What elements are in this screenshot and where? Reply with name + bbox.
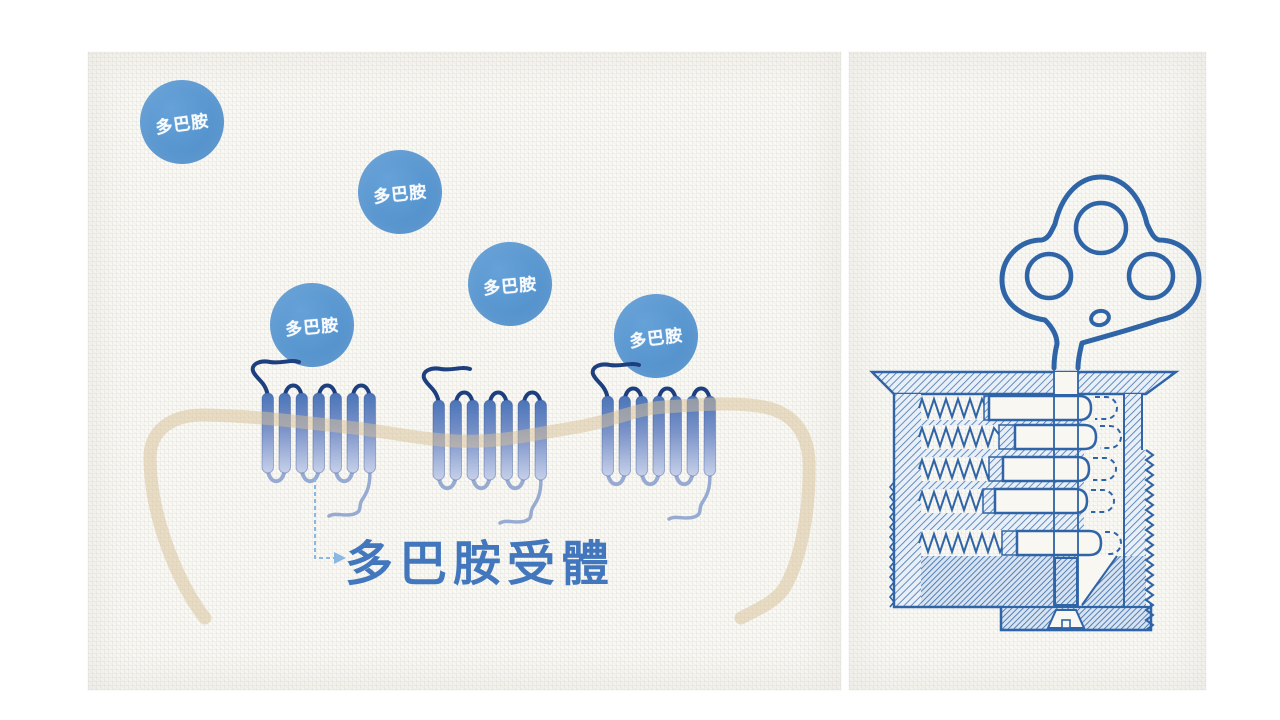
windup-key-shaft [1053,370,1079,607]
dopamine-molecule: 多巴胺 [464,238,556,330]
dopamine-molecule: 多巴胺 [353,145,447,239]
pin-spring-row [918,529,1122,557]
lock-body [869,370,1180,632]
windup-key-lock-illustration [869,174,1202,632]
lock-base [999,605,1153,632]
dopamine-molecule-label: 多巴胺 [154,110,211,139]
thread-teeth-left [888,481,896,608]
pin-spring-row [918,487,1115,515]
panel-windup-key-drawing [849,52,1206,690]
pin-spring-row [918,423,1122,451]
thread-teeth-right [1144,449,1155,631]
dopamine-molecule: 多巴胺 [609,289,703,383]
dopamine-molecule-label: 多巴胺 [284,315,340,340]
dopamine-molecule-label: 多巴胺 [628,325,685,352]
dopamine-receptor-1 [250,359,378,518]
lock-flange [869,370,1180,396]
lock-plug [1054,557,1078,606]
dopamine-molecule: 多巴胺 [134,74,230,170]
panel-dopamine-diagram: 多巴胺 多巴胺 多巴胺 多巴胺 多巴胺 [88,52,841,690]
cell-membrane [143,397,816,625]
dopamine-molecule-label: 多巴胺 [482,274,538,299]
dopamine-receptor-2 [421,366,549,525]
callout-arrow [314,478,346,564]
receptor-label: 多巴胺受體 [345,536,615,592]
dopamine-molecule: 多巴胺 [266,279,358,371]
pin-spring-row [918,455,1117,483]
dopamine-molecule-label: 多巴胺 [372,181,429,208]
dopamine-receptor-3 [590,362,718,521]
pin-spring-row [918,394,1118,422]
windup-key-head [999,174,1202,371]
keyhole [1046,609,1086,629]
